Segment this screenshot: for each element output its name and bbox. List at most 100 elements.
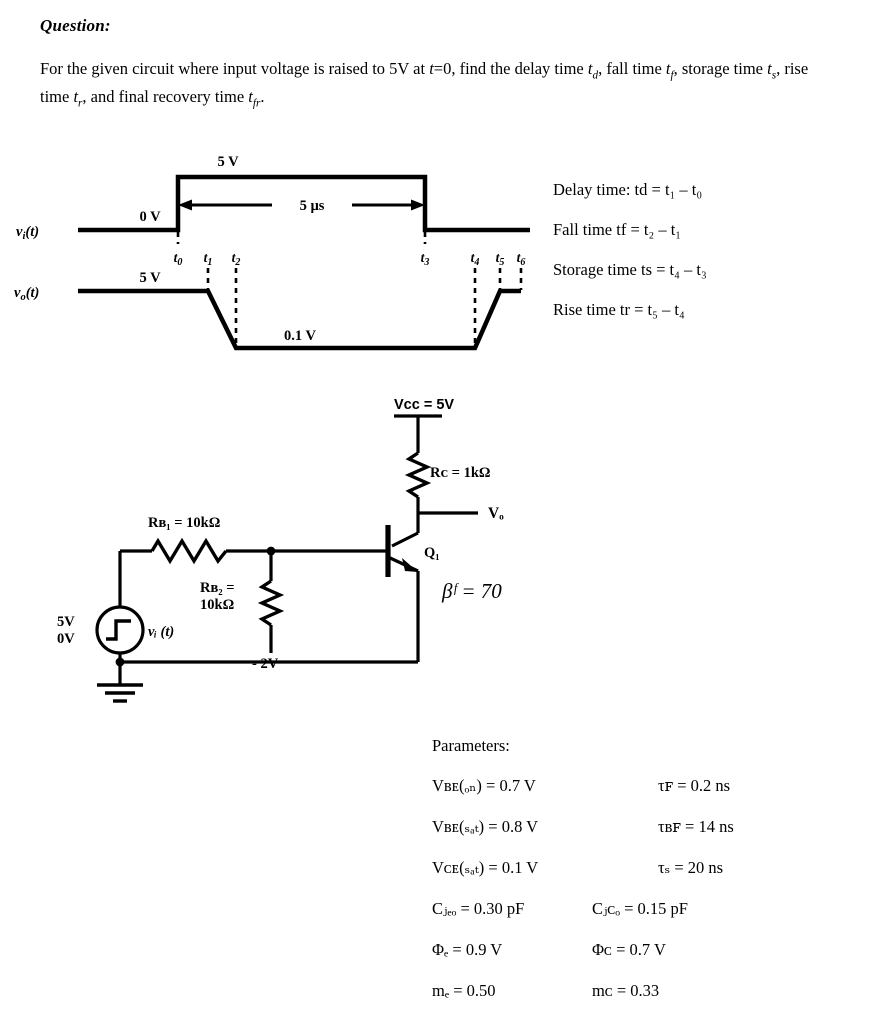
vi-label-sub: i — [22, 231, 25, 242]
rb2-label-line2: 10kΩ — [200, 597, 234, 613]
question-var-ts: t — [767, 59, 772, 78]
question-line1-part-a: For the given circuit where input voltag… — [40, 59, 430, 78]
equation-rise-time: Rise time tr = t₅ – t₄ — [553, 300, 685, 319]
tick-label-t3: t3 — [421, 250, 430, 268]
parameter-row: Cⱼₑₒ = 0.30 pF Cⱼᴄₒ = 0.15 pF — [432, 899, 862, 940]
vi-low-label: 0 V — [139, 209, 161, 225]
question-line1-part-c: , fall time — [598, 59, 666, 78]
parameter-row: mₑ = 0.50 mᴄ = 0.33 — [432, 981, 862, 1022]
source-low-label: 0V — [57, 631, 75, 647]
svg-text:vi(t): vi(t) — [16, 224, 39, 242]
vi-label-tail: (t) — [25, 224, 39, 240]
question-line1-part-d: , — [673, 59, 678, 78]
vo-label-v: v — [14, 285, 21, 301]
question-var-td: t — [587, 59, 593, 78]
rb2-label-line1: Rʙ₂ = — [200, 580, 235, 596]
parameters-title: Parameters: — [432, 736, 510, 755]
parameter-row: Φₑ = 0.9 V Φᴄ = 0.7 V — [432, 940, 862, 981]
vo-low-label: 0.1 V — [284, 328, 316, 344]
param-cjco: Cⱼᴄₒ = 0.15 pF — [592, 899, 688, 918]
question-var-tf: t — [665, 59, 671, 78]
node-dot-base — [266, 546, 276, 556]
question-var-tr: t — [73, 87, 79, 107]
svg-text:vo(t): vo(t) — [14, 285, 39, 303]
param-vbe-sat: Vʙᴇ(ₛₐₜ) = 0.8 V — [432, 817, 539, 836]
param-m-e: mₑ = 0.50 — [432, 981, 496, 1000]
param-phi-c: Φᴄ = 0.7 V — [592, 940, 666, 959]
pulse-width-label: 5 µs — [300, 198, 325, 214]
vi-trace — [78, 174, 530, 233]
waveform-diagram: 5 V 0 V 5 µs vi(t) 5 V — [0, 140, 560, 370]
parameter-row: Vᴄᴇ(ₛₐₜ) = 0.1 V τₛ = 20 ns — [432, 858, 862, 899]
param-phi-e: Φₑ = 0.9 V — [432, 940, 503, 959]
param-tau-bf: τʙꜰ = 14 ns — [658, 817, 734, 836]
param-m-c: mᴄ = 0.33 — [592, 981, 660, 1000]
beta-f-label: βᶠ = 70 — [441, 579, 502, 603]
tick-label-t0: t0 — [174, 250, 183, 268]
pulse-source-symbol — [95, 605, 145, 655]
resistor-rc — [404, 451, 432, 499]
param-vce-sat: Vᴄᴇ(ₛₐₜ) = 0.1 V — [432, 858, 539, 877]
vi-label-v: v — [16, 224, 23, 240]
vo-label-sub: o — [20, 292, 25, 303]
parameter-row: Vʙᴇ(ₛₐₜ) = 0.8 V τʙꜰ = 14 ns — [432, 817, 862, 858]
vo-label-tail: (t) — [26, 285, 40, 301]
source-high-label: 5V — [57, 614, 75, 630]
negative-supply-label: - 2V — [252, 656, 279, 672]
equation-storage-time: Storage time ts = t₄ – t₃ — [553, 260, 707, 279]
page-title: Question: — [40, 16, 111, 35]
resistor-rb1 — [150, 537, 228, 565]
tick-label-t2: t2 — [232, 250, 241, 268]
transistor-collector-lead — [391, 531, 419, 548]
question-var-tfr-sub: fr — [252, 97, 261, 110]
parameters-section: Parameters: Vʙᴇ(ₒₙ) = 0.7 V τꜰ = 0.2 ns … — [432, 736, 862, 1022]
question-var-tfr: t — [248, 87, 253, 107]
param-tau-f: τꜰ = 0.2 ns — [658, 776, 731, 795]
transistor-emitter-arrow — [402, 558, 418, 572]
source-name-label: vᵢ (t) — [148, 624, 174, 640]
vo-output-label: Vₒ — [488, 505, 504, 522]
param-tau-s: τₛ = 20 ns — [658, 858, 724, 877]
rb1-label: Rʙ₁ = 10kΩ — [148, 515, 220, 531]
timing-equation-list: Delay time: td = t₁ – t₀ Fall time tf = … — [553, 180, 873, 340]
circuit-diagram: Vcc = 5V Rᴄ = 1kΩ Vₒ Rʙ₁ = 10kΩ Rʙ₂ = 10… — [30, 385, 590, 715]
param-vbe-on: Vʙᴇ(ₒₙ) = 0.7 V — [432, 776, 536, 795]
vi-high-label: 5 V — [217, 154, 239, 170]
tick-label-t1: t1 — [204, 250, 213, 268]
question-text: For the given circuit where input voltag… — [40, 58, 840, 115]
node-dot-ground — [115, 657, 125, 667]
circuit-svg: Vcc = 5V Rᴄ = 1kΩ Vₒ Rʙ₁ = 10kΩ Rʙ₂ = 10… — [57, 397, 504, 703]
vcc-label: Vcc = 5V — [394, 397, 454, 413]
tick-label-t4: t4 — [471, 250, 480, 268]
arrowhead-left — [178, 199, 192, 211]
vo-axis-label: vo(t) — [14, 285, 39, 303]
question-var-t: t — [429, 59, 434, 78]
resistor-rb2 — [257, 579, 285, 627]
question-line2-part-c: , and final recovery time — [82, 87, 249, 107]
tick-label-t6: t6 — [517, 250, 526, 268]
vo-trace — [78, 288, 521, 351]
question-var-ts-sub: s — [771, 69, 777, 82]
equation-fall-time: Fall time tf = t₂ – t₁ — [553, 220, 682, 239]
question-line2-part-a: storage time — [681, 59, 768, 78]
arrowhead-right — [411, 199, 425, 211]
tick-label-t5: t5 — [496, 250, 505, 268]
param-cjeo: Cⱼₑₒ = 0.30 pF — [432, 899, 525, 918]
transistor-name-label: Q₁ — [424, 545, 440, 561]
question-line1-part-b: =0, find the delay time — [433, 59, 588, 78]
vo-high-label: 5 V — [139, 270, 161, 286]
question-var-tf-sub: f — [670, 69, 674, 82]
question-var-td-sub: d — [592, 69, 599, 82]
time-marker-ticks — [176, 232, 523, 347]
time-marker-labels: t0 t1 t2 t3 t4 t5 t6 — [174, 250, 526, 268]
vi-axis-label: vi(t) — [16, 224, 39, 242]
waveform-svg: 5 V 0 V 5 µs vi(t) 5 V — [14, 154, 530, 351]
equation-delay-time: Delay time: td = t₁ – t₀ — [553, 180, 703, 199]
question-line2-part-b: , rise time — [40, 59, 809, 107]
rc-label: Rᴄ = 1kΩ — [430, 465, 491, 481]
parameter-row: Vʙᴇ(ₒₙ) = 0.7 V τꜰ = 0.2 ns — [432, 776, 862, 817]
question-var-tr-sub: r — [78, 97, 83, 110]
question-line2-part-d: . — [260, 87, 265, 107]
ground-symbol — [97, 683, 143, 703]
